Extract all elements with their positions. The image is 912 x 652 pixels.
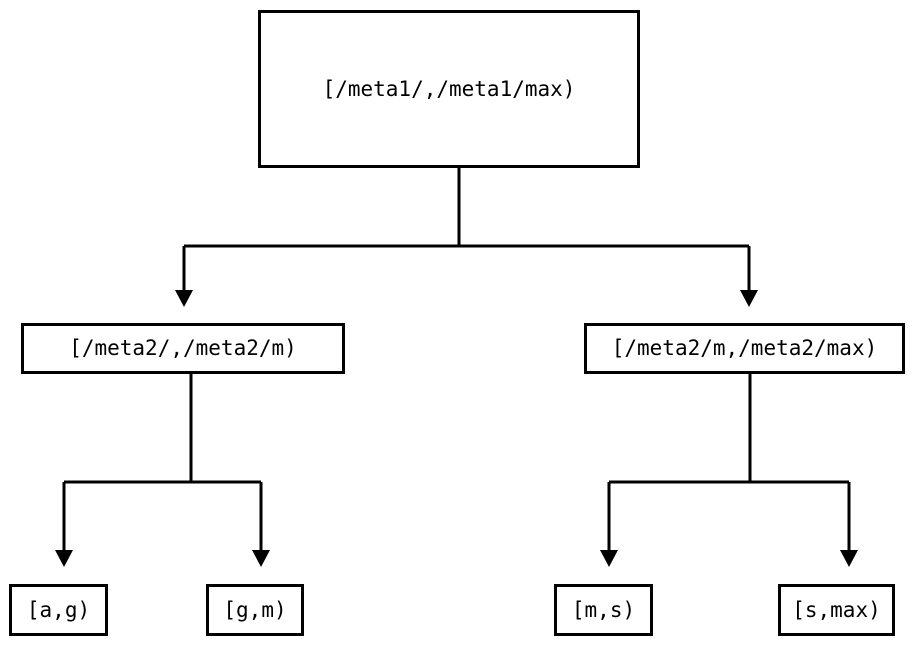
tree-node-meta2-upper[interactable]: [/meta2/m,/meta2/max) bbox=[584, 323, 905, 374]
tree-node-root[interactable]: [/meta1/,/meta1/max) bbox=[258, 10, 640, 168]
arrowhead-to-meta2-upper bbox=[740, 290, 758, 307]
edge-right-subtree bbox=[607, 374, 851, 551]
tree-node-meta2-upper-label: [/meta2/m,/meta2/max) bbox=[611, 336, 878, 360]
arrowhead-to-s-max bbox=[840, 550, 858, 567]
tree-node-a-g-label: [a,g) bbox=[26, 597, 91, 622]
edge-left-subtree bbox=[62, 374, 263, 551]
tree-node-g-m-label: [g,m) bbox=[223, 597, 287, 622]
tree-node-m-s-label: [m,s) bbox=[571, 597, 636, 622]
tree-node-a-g[interactable]: [a,g) bbox=[9, 584, 108, 636]
arrowhead-to-a-g bbox=[55, 550, 73, 567]
tree-node-m-s[interactable]: [m,s) bbox=[554, 584, 653, 636]
tree-node-s-max-label: [s,max) bbox=[792, 597, 881, 622]
arrowhead-to-meta2-lower bbox=[175, 290, 193, 307]
tree-node-meta2-lower[interactable]: [/meta2/,/meta2/m) bbox=[21, 323, 345, 374]
arrowhead-to-m-s bbox=[600, 550, 618, 567]
tree-node-meta2-lower-label: [/meta2/,/meta2/m) bbox=[69, 336, 297, 360]
tree-node-root-label: [/meta1/,/meta1/max) bbox=[322, 76, 576, 101]
tree-node-s-max[interactable]: [s,max) bbox=[778, 584, 895, 636]
tree-node-g-m[interactable]: [g,m) bbox=[206, 584, 304, 636]
arrowhead-to-g-m bbox=[252, 550, 270, 567]
edge-root-to-level2 bbox=[182, 168, 751, 291]
